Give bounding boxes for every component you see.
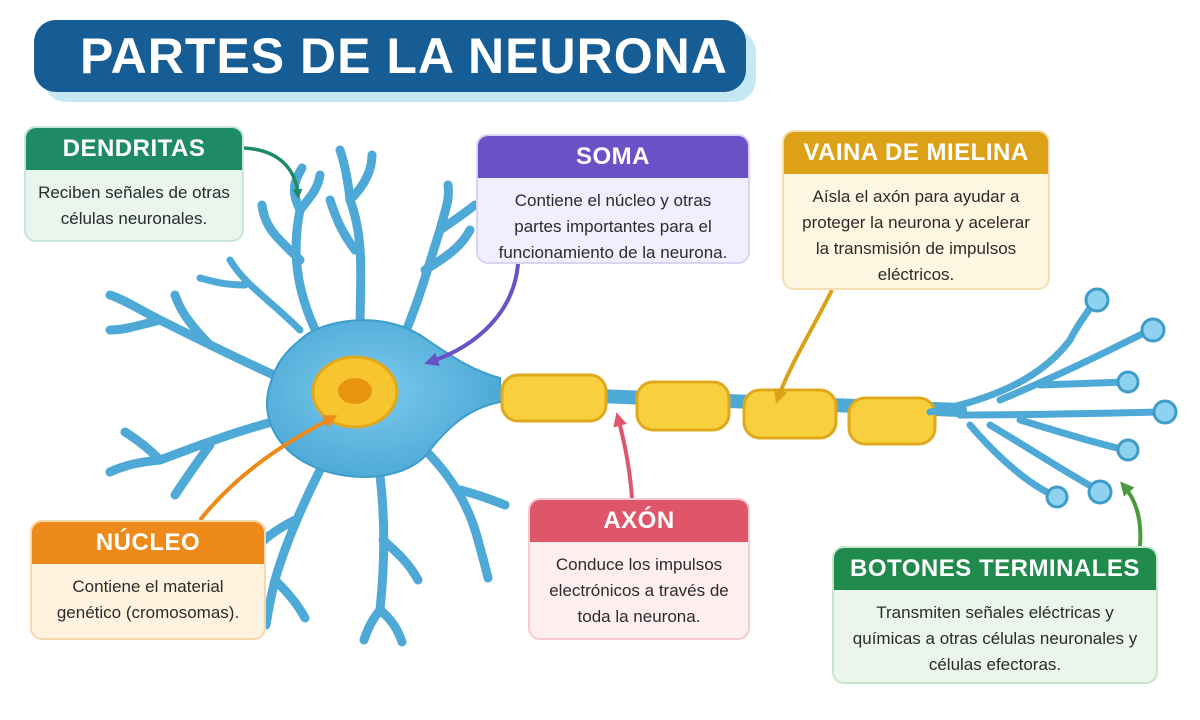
soma-pointer: [424, 263, 520, 367]
myelin-sheath: [500, 373, 937, 446]
soma-card: SOMA Contiene el núcleo y otras partes i…: [476, 134, 750, 264]
axon-title: AXÓN: [530, 500, 748, 542]
terminal-button: [1116, 370, 1140, 394]
axon-pointer: [613, 412, 634, 499]
dendritas-text: Reciben señales de otras células neurona…: [38, 183, 230, 228]
nucleo-pointer: [198, 415, 338, 522]
axon-card: AXÓN Conduce los impulsos electrónicos a…: [528, 498, 750, 640]
nucleo-card: NÚCLEO Contiene el material genético (cr…: [30, 520, 266, 640]
terminal-button: [1116, 438, 1140, 462]
page-title: PARTES DE LA NEURONA: [34, 20, 746, 92]
nucleo-text: Contiene el material genético (cromosoma…: [56, 577, 240, 622]
botones-text: Transmiten señales eléctricas y químicas…: [852, 603, 1138, 674]
soma-text: Contiene el núcleo y otras partes import…: [498, 191, 728, 262]
vaina-card: VAINA DE MIELINA Aísla el axón para ayud…: [782, 130, 1050, 290]
dendritas-card: DENDRITAS Reciben señales de otras célul…: [24, 126, 244, 242]
terminal-button: [1084, 287, 1110, 313]
myelin-segment: [635, 380, 731, 432]
myelin-segment: [847, 396, 937, 446]
dendritas-title: DENDRITAS: [26, 128, 242, 170]
axon-text: Conduce los impulsos electrónicos a trav…: [549, 555, 729, 626]
nucleolus: [338, 378, 372, 404]
vaina-text: Aísla el axón para ayudar a proteger la …: [802, 187, 1030, 284]
terminal-button: [1087, 479, 1113, 505]
soma-title: SOMA: [478, 136, 748, 178]
botones-title: BOTONES TERMINALES: [834, 548, 1156, 590]
vaina-title: VAINA DE MIELINA: [784, 132, 1048, 174]
terminal-button: [1045, 485, 1069, 509]
botones-pointer: [1120, 481, 1143, 547]
botones-card: BOTONES TERMINALES Transmiten señales el…: [832, 546, 1158, 684]
axon-terminals: [926, 296, 1166, 500]
terminal-buttons: [1045, 287, 1178, 509]
myelin-segment: [500, 373, 608, 423]
dendrites: [105, 145, 510, 647]
nucleo-title: NÚCLEO: [32, 522, 264, 564]
vaina-pointer: [774, 289, 834, 404]
myelin-segment: [742, 388, 838, 440]
dendritas-pointer: [243, 146, 303, 199]
terminal-button: [1140, 317, 1166, 343]
terminal-button: [1152, 399, 1178, 425]
